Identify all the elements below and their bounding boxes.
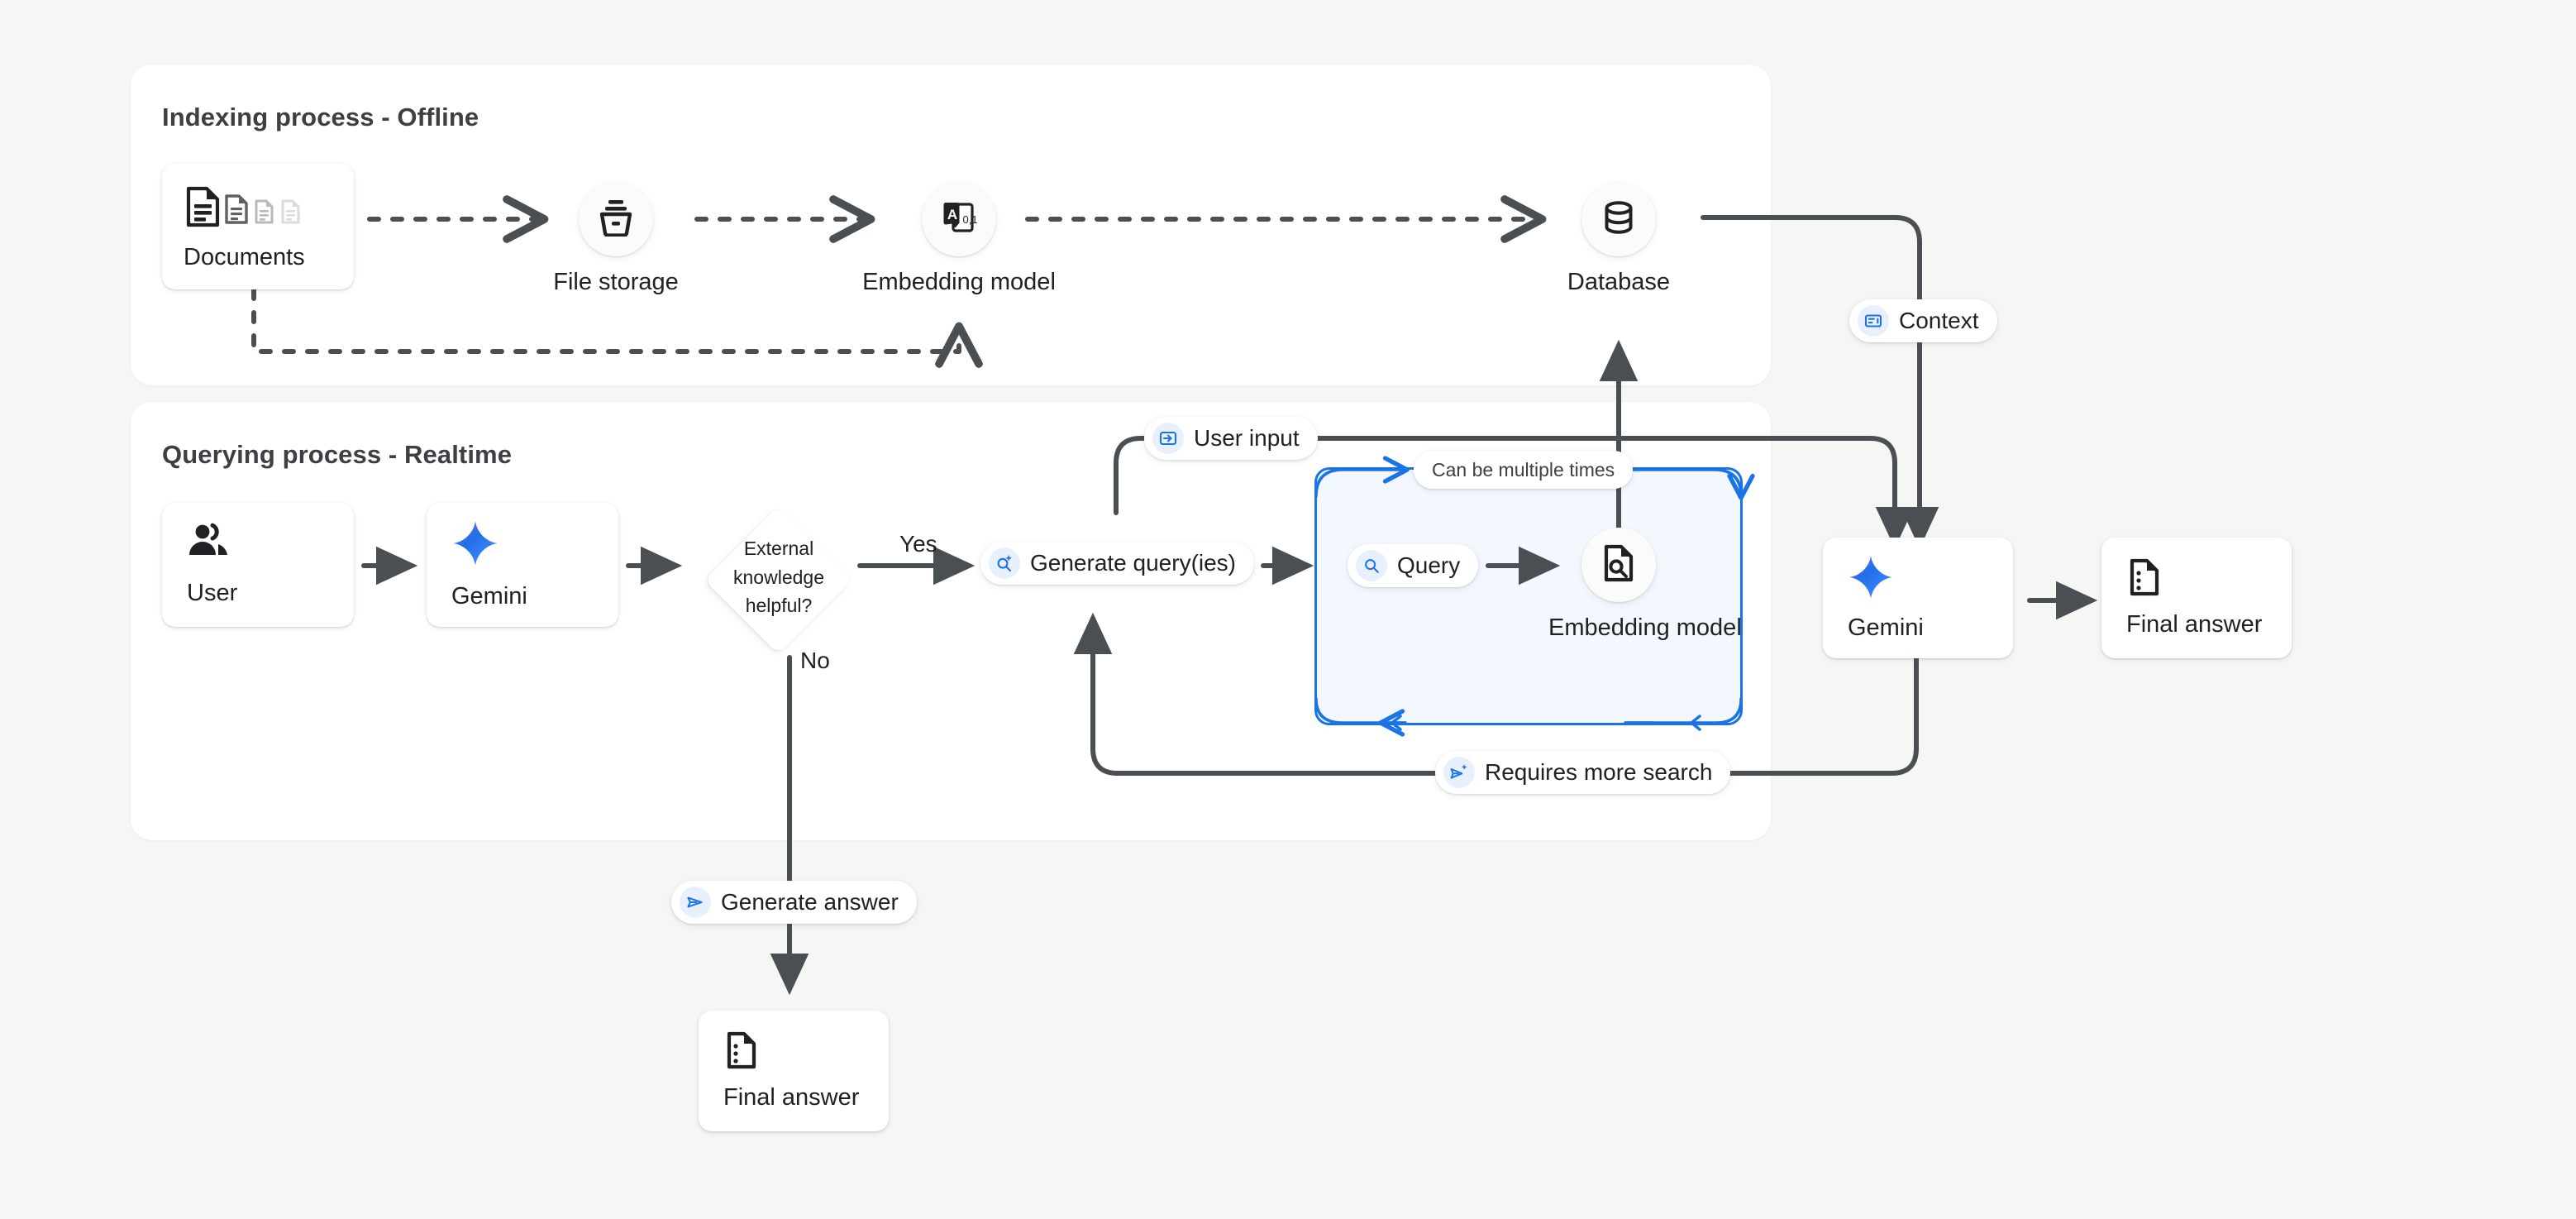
- gemini-sparkle-icon: [1848, 554, 1894, 605]
- badge-generate-query[interactable]: Generate query(ies): [980, 542, 1255, 585]
- database-icon: [1600, 198, 1638, 241]
- input-arrow-icon: [1152, 423, 1184, 454]
- node-final-answer-bottom[interactable]: Final answer: [699, 1011, 889, 1131]
- node-gemini-right[interactable]: Gemini: [1823, 538, 2013, 658]
- decision-text: External knowledge helpful?: [683, 534, 875, 620]
- decision-line-2: knowledge: [733, 566, 824, 588]
- decision-yes-label: Yes: [899, 531, 937, 557]
- node-final-answer-bottom-label: Final answer: [723, 1083, 860, 1111]
- document-search-icon: [1600, 543, 1637, 587]
- node-documents[interactable]: Documents: [162, 164, 354, 289]
- badge-context-label: Context: [1899, 308, 1979, 333]
- badge-context[interactable]: Context: [1849, 299, 1997, 342]
- final-answer-icon: [2126, 557, 2163, 601]
- badge-generate-answer-label: Generate answer: [721, 889, 899, 915]
- badge-requires-more-search[interactable]: Requires more search: [1435, 751, 1731, 794]
- node-user-label: User: [187, 579, 238, 606]
- send-icon: [680, 887, 711, 918]
- user-icon: [187, 523, 231, 566]
- badge-generate-answer[interactable]: Generate answer: [671, 881, 917, 924]
- context-panel-icon: [1858, 305, 1889, 337]
- node-file-storage-label: File storage: [553, 269, 679, 295]
- decision-line-1: External: [743, 538, 814, 559]
- badge-generate-query-label: Generate query(ies): [1030, 550, 1237, 576]
- badge-user-input[interactable]: User input: [1144, 417, 1318, 460]
- svg-text:A: A: [947, 207, 957, 222]
- node-final-answer-right[interactable]: Final answer: [2101, 538, 2292, 658]
- node-file-storage[interactable]: File storage: [553, 182, 679, 296]
- badge-requires-more-search-label: Requires more search: [1485, 759, 1713, 785]
- node-database-label: Database: [1567, 269, 1671, 295]
- search-sparkle-icon: [989, 547, 1020, 579]
- badge-can-be-multiple-times-label: Can be multiple times: [1432, 458, 1615, 480]
- file-storage-circle: [579, 182, 653, 256]
- indexing-panel-title: Indexing process - Offline: [162, 103, 479, 131]
- node-embedding-model-indexing[interactable]: 0,1 A Embedding model: [862, 182, 1056, 296]
- database-circle: [1581, 182, 1656, 256]
- decision-no-label: No: [800, 648, 830, 673]
- embedding-model-icon: 0,1 A: [939, 198, 979, 241]
- send-sparkle-icon: [1443, 757, 1475, 788]
- documents-icon: [184, 185, 306, 232]
- embedding-model-2-circle: [1581, 528, 1656, 602]
- svg-text:0,1: 0,1: [963, 213, 978, 226]
- badge-user-input-label: User input: [1194, 425, 1300, 451]
- search-icon: [1356, 550, 1387, 581]
- badge-query-label: Query: [1397, 552, 1461, 578]
- node-documents-label: Documents: [184, 243, 305, 270]
- node-user[interactable]: User: [162, 503, 354, 627]
- node-embedding-model-querying[interactable]: Embedding model: [1548, 528, 1742, 642]
- node-embedding-model-indexing-label: Embedding model: [862, 269, 1056, 295]
- embedding-model-circle: 0,1 A: [922, 182, 996, 256]
- node-final-answer-right-label: Final answer: [2126, 610, 2263, 638]
- node-gemini-left[interactable]: Gemini: [427, 503, 618, 627]
- node-database[interactable]: Database: [1567, 182, 1670, 296]
- retrieval-loop-group: [1314, 467, 1743, 725]
- querying-panel-title: Querying process - Realtime: [162, 440, 513, 469]
- decision-line-3: helpful?: [745, 595, 813, 616]
- node-gemini-left-label: Gemini: [451, 582, 527, 610]
- file-storage-icon: [598, 198, 634, 241]
- node-embedding-model-querying-label: Embedding model: [1548, 614, 1742, 641]
- final-answer-icon: [723, 1030, 760, 1074]
- node-gemini-right-label: Gemini: [1848, 614, 1924, 641]
- badge-query[interactable]: Query: [1348, 544, 1479, 587]
- gemini-sparkle-icon: [451, 519, 499, 571]
- node-decision[interactable]: External knowledge helpful?: [704, 505, 853, 655]
- badge-can-be-multiple-times: Can be multiple times: [1414, 451, 1634, 489]
